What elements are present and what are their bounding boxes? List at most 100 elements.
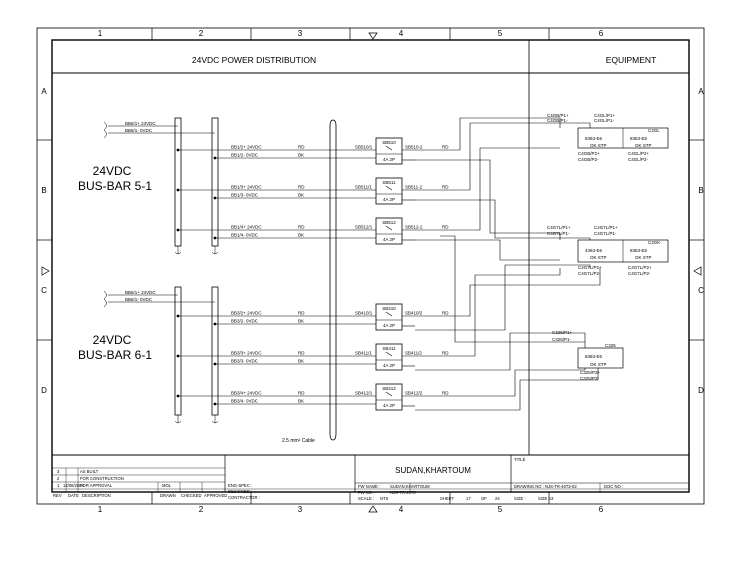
fw-no: NJS-TR-4073 bbox=[390, 490, 416, 495]
breaker-contact-icon bbox=[385, 311, 393, 317]
equip-terminal: C4GL/P2+ bbox=[628, 151, 650, 156]
row-label-right-d: D bbox=[698, 386, 704, 395]
col-label-bottom-2: 2 bbox=[199, 505, 204, 514]
wire-color-positive: RD bbox=[298, 391, 305, 396]
fw-name-label: FW NAME : bbox=[358, 484, 380, 489]
breaker-tag: SB510 bbox=[382, 140, 396, 145]
inner-border bbox=[51, 39, 690, 493]
equip-status: OK STP bbox=[590, 362, 607, 367]
feeder-label-negative: BB3/2- 0VDC bbox=[231, 319, 259, 324]
equip-terminal: C325/P2+ bbox=[580, 370, 601, 375]
feeder-label-positive: BB3/2+ 24VDC bbox=[231, 311, 262, 316]
breaker-contact-icon bbox=[385, 185, 393, 191]
equip-terminal: C4GB/P1+ bbox=[547, 113, 569, 118]
breaker-in-terminal: SB412/1 bbox=[355, 391, 373, 396]
designed-label: DESIGNED : bbox=[228, 489, 252, 494]
circuit-breaker bbox=[375, 383, 403, 411]
wire-color-positive: RD bbox=[298, 351, 305, 356]
breaker-rating: 4A 2P bbox=[383, 157, 395, 162]
rev-header-approved: APPROVED bbox=[204, 493, 227, 498]
feeder-label-negative: BB3/4- 0VDC bbox=[231, 399, 259, 404]
equip-terminal: C4G7L/P1- bbox=[547, 231, 570, 236]
breaker-contact-icon bbox=[385, 225, 393, 231]
wire-break-symbol bbox=[103, 121, 107, 139]
bus-bar-end-symbol bbox=[174, 246, 182, 255]
busbar-label-name: BUS-BAR 6-1 bbox=[78, 348, 152, 362]
header-title: 24VDC POWER DISTRIBUTION bbox=[192, 55, 316, 65]
col-label-top-4: 4 bbox=[399, 29, 404, 38]
center-mark-bottom bbox=[368, 505, 378, 513]
out-wire-color: RD bbox=[442, 185, 449, 190]
outer-border bbox=[36, 27, 705, 505]
bus-bar-end-symbol bbox=[211, 246, 219, 255]
fw-name: SUDAN,KHARTOUM bbox=[390, 484, 430, 489]
equip-terminal: C325/P1+ bbox=[552, 330, 573, 335]
breaker-out-terminal: SB512-2 bbox=[405, 225, 423, 230]
equip-id: 8363-E6 bbox=[585, 354, 603, 359]
rev-description: AS BUILT bbox=[80, 469, 99, 474]
busbar-label-voltage: 24VDC bbox=[93, 333, 132, 347]
center-mark-right bbox=[693, 266, 702, 276]
col-label-bottom-6: 6 bbox=[599, 505, 604, 514]
fw-no-label: FW NO : bbox=[358, 490, 374, 495]
wire-color-negative: BK bbox=[298, 359, 304, 364]
row-label-right-a: A bbox=[698, 87, 704, 96]
equip-terminal: C4G7L/P1+ bbox=[547, 225, 571, 230]
breaker-in-terminal: SB511/1 bbox=[355, 185, 372, 190]
equip-id: 8363-E6 bbox=[630, 248, 648, 253]
wire-color-positive: RD bbox=[298, 311, 305, 316]
wire-color-negative: BK bbox=[298, 399, 304, 404]
breaker-tag: SB511 bbox=[382, 180, 396, 185]
busbar-label-name: BUS-BAR 5-1 bbox=[78, 179, 152, 193]
sheets-total: 24 bbox=[495, 496, 500, 501]
column-ticks bbox=[37, 28, 704, 504]
col-label-bottom-3: 3 bbox=[298, 505, 303, 514]
equip-terminal: C4G7L/P2- bbox=[628, 271, 651, 276]
breaker-tag: SB411 bbox=[382, 346, 396, 351]
input-label-negative: BB6/1- 0VDC bbox=[125, 128, 153, 133]
col-label-bottom-5: 5 bbox=[498, 505, 503, 514]
title-label: TITLE bbox=[514, 457, 526, 462]
row-label-left-b: B bbox=[41, 186, 46, 195]
breaker-tag: SB412 bbox=[382, 386, 396, 391]
sheet-number: 17 bbox=[466, 496, 471, 501]
feeder-label-positive: BB1/2+ 24VDC bbox=[231, 145, 262, 150]
circuit-breaker bbox=[375, 303, 403, 331]
breaker-out-terminal: SB412/2 bbox=[405, 391, 423, 396]
input-label-positive: BB6/1+ 24VDC bbox=[125, 121, 156, 126]
rev-date: 14/08/2004 bbox=[63, 483, 85, 488]
equipment-block-c325: C325 8363-E6 OK STP C325/P1+ C325/P1- C3… bbox=[552, 330, 624, 381]
center-mark-top bbox=[368, 32, 378, 40]
equip-terminal: C4G7L/P1- bbox=[594, 231, 617, 236]
sheet-label: SHEET bbox=[440, 496, 454, 501]
circuit-breaker bbox=[375, 343, 403, 371]
drawing-no: NJS-TR-4073-02 bbox=[545, 484, 577, 489]
equip-terminal: C325/P1- bbox=[552, 337, 572, 342]
bus-bar-end-symbol bbox=[174, 415, 182, 424]
breaker-out-terminal: SB411/2 bbox=[405, 351, 422, 356]
cable-bundle bbox=[329, 119, 334, 441]
center-mark-left bbox=[41, 266, 50, 276]
wire-color-negative: BK bbox=[298, 319, 304, 324]
busbar-label-voltage: 24VDC bbox=[93, 164, 132, 178]
input-label-negative: BB6/1- 0VDC bbox=[125, 297, 153, 302]
row-label-left-d: D bbox=[41, 386, 47, 395]
scale-label: SCALE : bbox=[358, 496, 374, 501]
col-label-top-5: 5 bbox=[498, 29, 503, 38]
col-label-bottom-4: 4 bbox=[399, 505, 404, 514]
out-wire-color: RD bbox=[442, 311, 449, 316]
breaker-rating: 4A 2P bbox=[383, 197, 395, 202]
breaker-contact-icon bbox=[385, 351, 393, 357]
col-label-top-1: 1 bbox=[98, 29, 103, 38]
rev-description: FOR APPROVAL bbox=[80, 483, 113, 488]
rev-header-checked: CHECKED bbox=[181, 493, 201, 498]
equip-terminal: C4GL/P1- bbox=[594, 118, 615, 123]
equip-terminal: C4G7L/P2+ bbox=[578, 265, 602, 270]
equipment-block-c4gl: C4GL 8363-E6 8363-E6 OK STP OK STP C4GB/… bbox=[547, 113, 669, 162]
rev-header-rev: REV bbox=[53, 493, 62, 498]
breaker-tag: SB512 bbox=[382, 220, 396, 225]
scale-value: NTS bbox=[380, 496, 389, 501]
equip-terminal: C4G7L/P2+ bbox=[628, 265, 652, 270]
